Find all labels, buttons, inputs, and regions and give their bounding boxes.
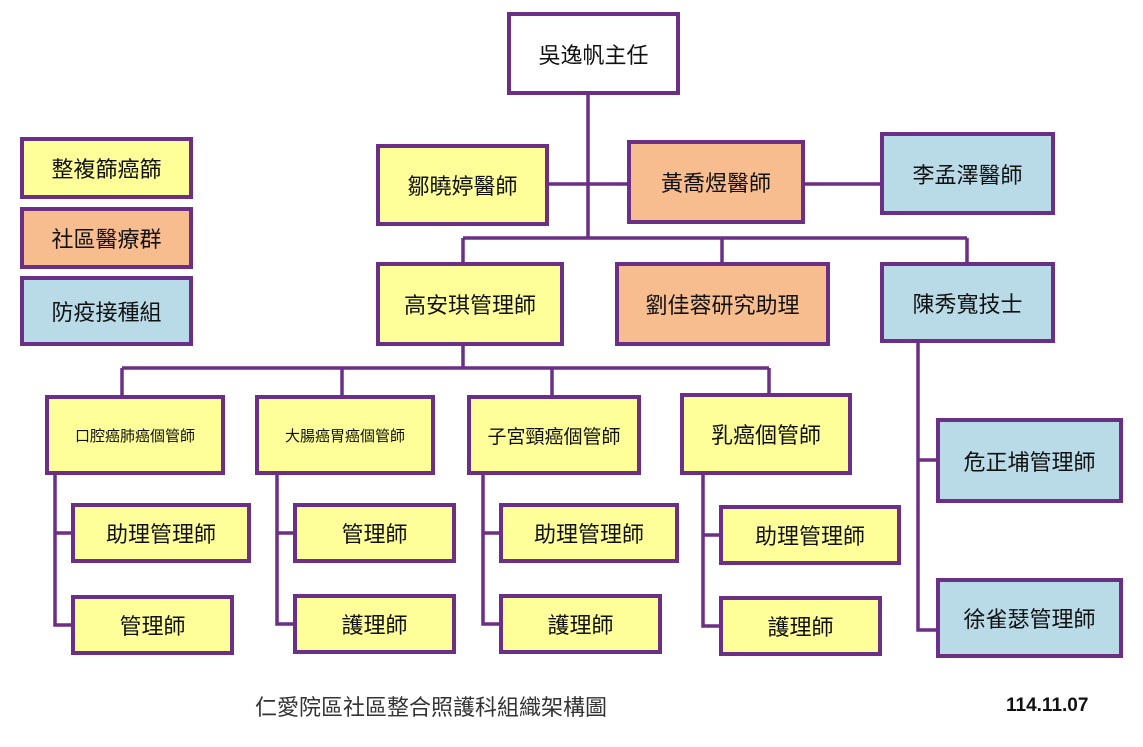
node-oral-lung: 口腔癌肺癌個管師 [45,395,225,475]
node-manager-wei-label: 危正埔管理師 [963,450,1096,476]
legend-oncology-screening-label: 整複篩癌篩 [51,158,162,183]
node-cervical-nurse-label: 護理師 [547,614,614,639]
legend-vaccination: 防疫接種組 [20,276,193,346]
legend-community-medical: 社區醫療群 [20,207,193,269]
node-director-label: 吳逸帆主任 [538,43,649,69]
node-colon-nurse: 護理師 [293,594,456,654]
connector-breast-sub [701,475,720,628]
chart-caption: 仁愛院區社區整合照護科組織架構圖 [255,696,608,721]
node-colon-manager-label: 管理師 [341,523,408,548]
node-cervical-nurse: 護理師 [499,594,662,654]
node-doctor-li: 李孟澤醫師 [880,132,1055,215]
node-doctor-li-label: 李孟澤醫師 [912,163,1023,189]
node-tech-chen: 陳秀寬技士 [880,262,1055,343]
legend-oncology-screening: 整複篩癌篩 [20,137,193,199]
node-colon-stomach: 大腸癌胃癌個管師 [255,395,435,475]
node-cervical-assistant-label: 助理管理師 [533,523,644,548]
chart-date: 114.11.07 [1006,695,1089,716]
node-director: 吳逸帆主任 [507,12,680,95]
node-manager-xu: 徐雀瑟管理師 [936,578,1123,658]
node-manager-gao: 高安琪管理師 [376,262,564,346]
legend-community-medical-label: 社區醫療群 [51,228,162,253]
node-oral-lung-label: 口腔癌肺癌個管師 [74,426,195,445]
node-breast-assistant: 助理管理師 [719,505,901,565]
node-breast-nurse-label: 護理師 [767,616,834,641]
node-colon-stomach-label: 大腸癌胃癌個管師 [284,426,405,445]
node-manager-wei: 危正埔管理師 [936,418,1123,503]
node-oral-assistant-label: 助理管理師 [105,523,216,548]
node-cervical: 子宮頸癌個管師 [467,395,641,475]
node-assistant-liu-label: 劉佳蓉研究助理 [645,294,800,319]
node-manager-gao-label: 高安琪管理師 [403,294,536,319]
node-breast-assistant-label: 助理管理師 [754,525,865,550]
node-breast-label: 乳癌個管師 [710,424,821,449]
node-colon-manager: 管理師 [293,503,456,563]
node-oral-manager: 管理師 [71,595,234,655]
node-colon-nurse-label: 護理師 [341,614,408,639]
node-tech-chen-label: 陳秀寬技士 [912,292,1023,318]
node-cervical-label: 子宮頸癌個管師 [487,425,621,448]
connector-chen-sub [916,343,937,632]
node-assistant-liu: 劉佳蓉研究助理 [615,262,830,346]
connector-cervical-sub [481,475,500,626]
node-doctor-zou-label: 鄒曉婷醫師 [407,175,518,200]
connector-colon-sub [275,475,294,626]
node-doctor-huang: 黃喬煜醫師 [627,140,805,224]
node-oral-assistant: 助理管理師 [71,503,251,563]
node-breast: 乳癌個管師 [680,393,852,475]
connector-oral-sub [53,475,72,627]
node-oral-manager-label: 管理師 [119,615,186,640]
node-manager-xu-label: 徐雀瑟管理師 [963,608,1096,633]
node-doctor-zou: 鄒曉婷醫師 [376,144,549,226]
node-breast-nurse: 護理師 [719,596,882,656]
legend-vaccination-label: 防疫接種組 [51,301,162,326]
node-cervical-assistant: 助理管理師 [499,503,679,563]
node-doctor-huang-label: 黃喬煜醫師 [660,172,771,197]
